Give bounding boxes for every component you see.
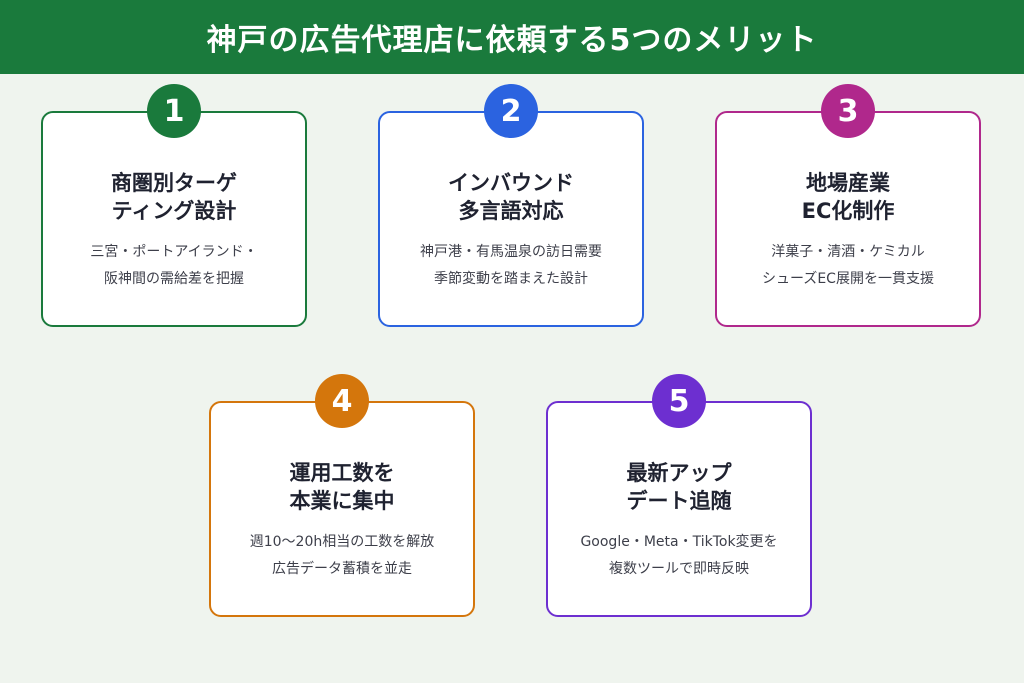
card-desc-line: 三宮・ポートアイランド・ (90, 244, 258, 260)
card-title-line: デート追随 (626, 489, 732, 513)
number-badge: 2 (484, 84, 538, 138)
card-title-line: 運用工数を (289, 461, 395, 485)
card-title-line: 地場産業 (806, 171, 890, 195)
merit-card-3: 3 地場産業 EC化制作 洋菓子・清酒・ケミカル シューズEC展開を一貫支援 (715, 84, 981, 327)
merit-card-2: 2 インバウンド 多言語対応 神戸港・有馬温泉の訪日需要 季節変動を踏まえた設計 (378, 84, 644, 327)
merit-card-1: 1 商圏別ターゲ ティング設計 三宮・ポートアイランド・ 阪神間の需給差を把握 (41, 84, 307, 327)
number-badge: 5 (652, 374, 706, 428)
header-banner: 神戸の広告代理店に依頼する5つのメリット (0, 0, 1024, 74)
card-desc-line: 洋菓子・清酒・ケミカル (771, 244, 925, 260)
card-description: 三宮・ポートアイランド・ 阪神間の需給差を把握 (43, 239, 305, 293)
card-desc-line: 阪神間の需給差を把握 (104, 271, 244, 287)
number-badge: 3 (821, 84, 875, 138)
card-title-line: 商圏別ターゲ (111, 171, 237, 195)
card-title-line: EC化制作 (801, 199, 895, 223)
card-title-line: 最新アップ (626, 461, 732, 485)
card-desc-line: Google・Meta・TikTok変更を (580, 534, 778, 550)
card-title-line: インバウンド (448, 171, 574, 195)
card-title: 商圏別ターゲ ティング設計 (43, 169, 305, 225)
card-description: 神戸港・有馬温泉の訪日需要 季節変動を踏まえた設計 (380, 239, 642, 293)
card-title-line: 本業に集中 (289, 489, 395, 513)
card-title: 地場産業 EC化制作 (717, 169, 979, 225)
card-desc-line: 季節変動を踏まえた設計 (434, 271, 588, 287)
card-desc-line: 複数ツールで即時反映 (609, 561, 749, 577)
merit-card-5: 5 最新アップ デート追随 Google・Meta・TikTok変更を 複数ツー… (546, 374, 812, 617)
card-title-line: ティング設計 (111, 199, 237, 223)
page-title: 神戸の広告代理店に依頼する5つのメリット (206, 23, 818, 58)
card-desc-line: 神戸港・有馬温泉の訪日需要 (420, 244, 602, 260)
number-badge: 4 (315, 374, 369, 428)
number-badge: 1 (147, 84, 201, 138)
card-title: インバウンド 多言語対応 (380, 169, 642, 225)
card-desc-line: 広告データ蓄積を並走 (272, 561, 412, 577)
card-title: 運用工数を 本業に集中 (211, 459, 473, 515)
card-description: 洋菓子・清酒・ケミカル シューズEC展開を一貫支援 (717, 239, 979, 293)
card-description: 週10〜20h相当の工数を解放 広告データ蓄積を並走 (211, 529, 473, 583)
card-desc-line: 週10〜20h相当の工数を解放 (249, 534, 435, 550)
card-title-line: 多言語対応 (458, 199, 564, 223)
card-desc-line: シューズEC展開を一貫支援 (762, 271, 934, 287)
card-title: 最新アップ デート追随 (548, 459, 810, 515)
merit-card-4: 4 運用工数を 本業に集中 週10〜20h相当の工数を解放 広告データ蓄積を並走 (209, 374, 475, 617)
card-description: Google・Meta・TikTok変更を 複数ツールで即時反映 (548, 529, 810, 583)
